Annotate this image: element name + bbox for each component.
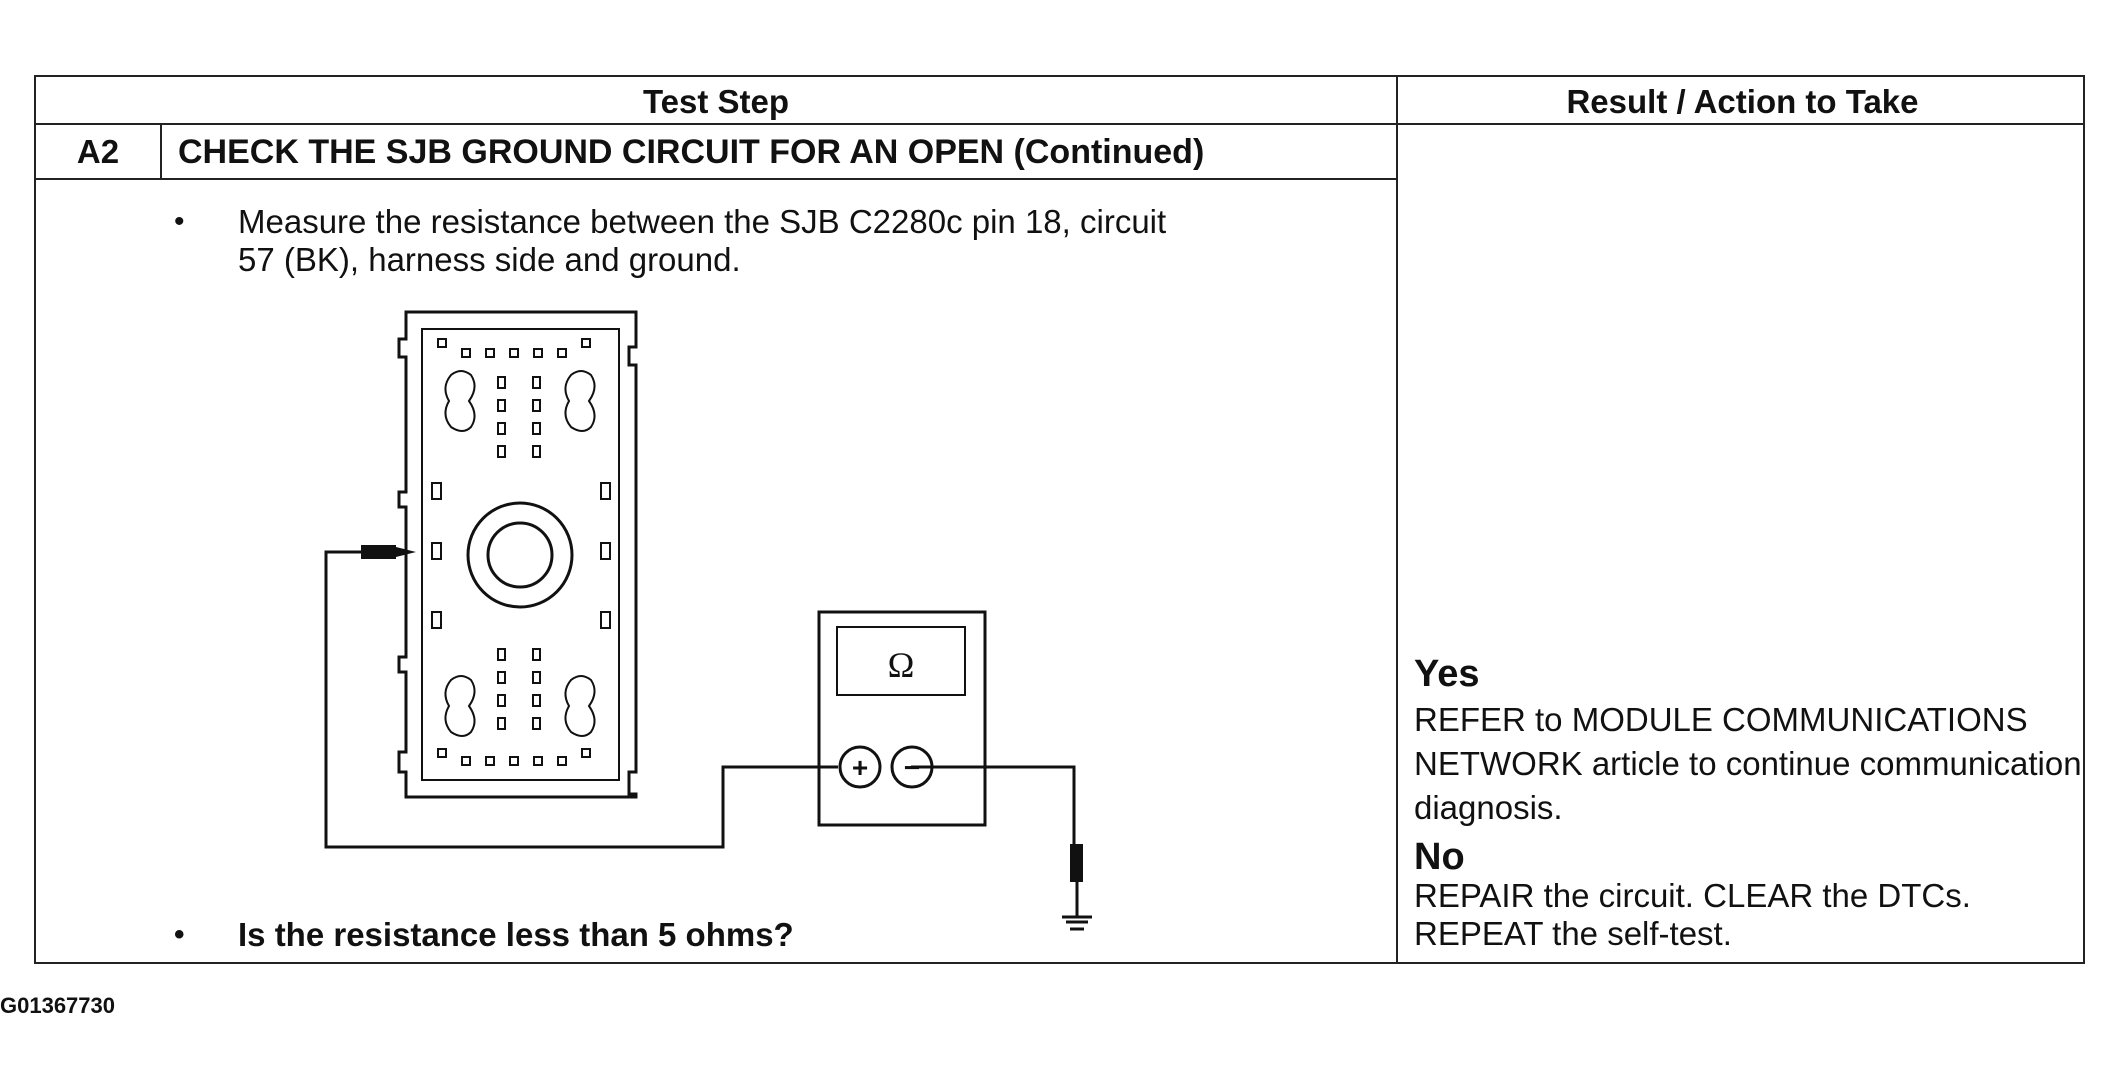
connector-face <box>421 328 620 781</box>
step-id-divider <box>160 125 162 180</box>
figure-code: G01367730 <box>0 993 115 1018</box>
result-no-label: No <box>1414 836 1465 878</box>
header-result-action: Result / Action to Take <box>1566 83 1919 120</box>
result-yes-label: Yes <box>1414 653 1480 695</box>
ground-symbol <box>1066 920 1088 931</box>
bullet-icon: • <box>174 918 185 951</box>
header-test-step: Test Step <box>642 83 790 120</box>
ohm-icon: Ω <box>888 645 915 685</box>
ohmmeter <box>817 610 987 827</box>
result-no-text: REPAIR the circuit. CLEAR the DTCs. REPE… <box>1414 877 1971 952</box>
instruction-text: Measure the resistance between the SJB C… <box>238 203 1167 278</box>
connector-pins <box>431 338 611 766</box>
connector-probe <box>361 545 416 559</box>
ground-probe-handle <box>1070 844 1083 882</box>
test-leads <box>324 550 1076 854</box>
instruction-bullet: • Measure the resistance between the SJB… <box>174 203 1374 283</box>
question-text: Is the resistance less than 5 ohms? <box>238 916 794 953</box>
connector-meter-diagram: Ω + − <box>324 310 1076 854</box>
header-divider <box>36 123 2083 125</box>
question-bullet: • Is the resistance less than 5 ohms? <box>174 916 1374 956</box>
step-title-divider <box>36 178 1396 180</box>
step-title: CHECK THE SJB GROUND CIRCUIT FOR AN OPEN… <box>178 133 1205 171</box>
connector-center-ring <box>466 501 574 609</box>
bullet-icon: • <box>174 205 185 238</box>
column-divider <box>1396 77 1398 962</box>
step-id: A2 <box>76 133 120 170</box>
connector-center-hub <box>486 521 554 589</box>
plus-terminal-icon: + <box>852 752 868 783</box>
test-step-table: Test Step Result / Action to Take A2 CHE… <box>34 75 2085 964</box>
ground-probe <box>1062 844 1092 919</box>
connector-body <box>397 310 638 799</box>
result-yes-text: REFER to MODULE COMMUNICATIONS NETWORK a… <box>1414 701 2082 826</box>
minus-terminal-icon: − <box>904 752 920 783</box>
